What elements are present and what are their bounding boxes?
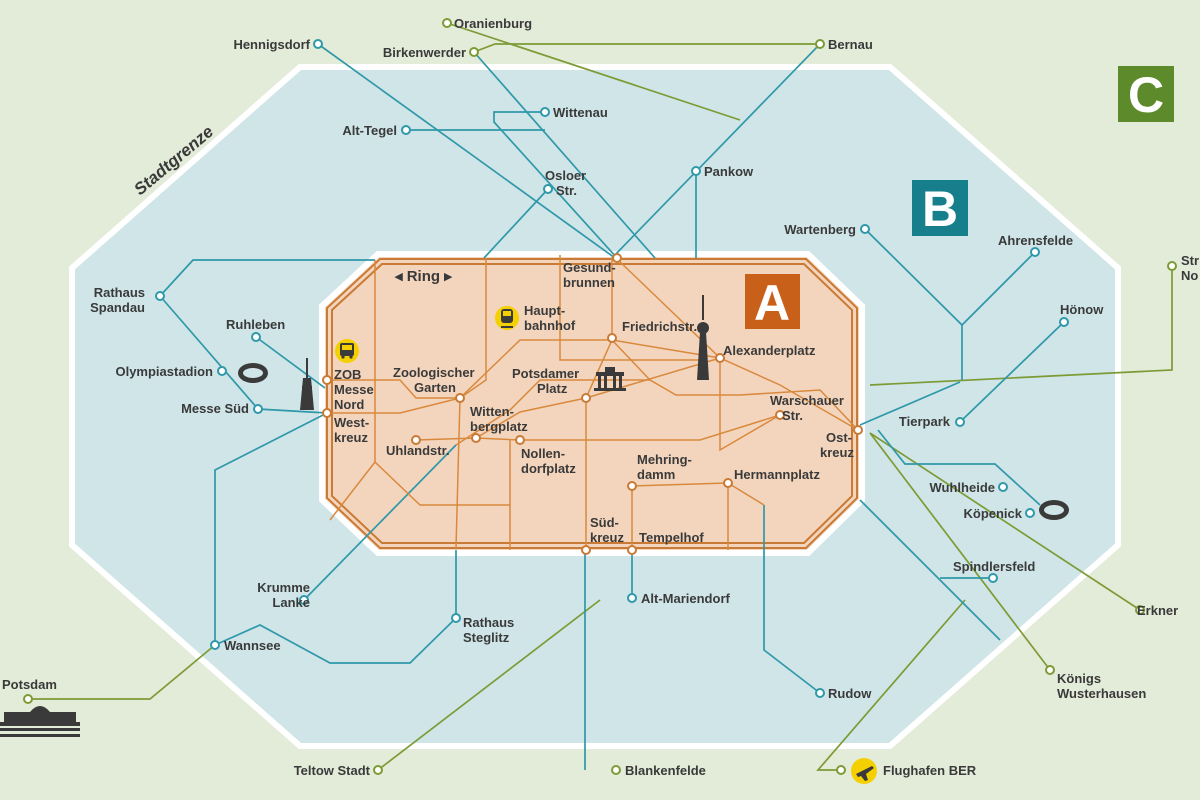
- station-blankenfelde: Blankenfelde: [625, 763, 706, 778]
- brandenburg-gate-icon: [594, 367, 626, 391]
- bus-icon: [335, 339, 359, 363]
- station-olympiastadion: Olympiastadion: [115, 364, 213, 379]
- tv-tower-icon: [697, 295, 709, 380]
- ring-label: ◂ Ring ▸: [394, 268, 453, 285]
- station-rathaus-spandau: Rathaus: [94, 285, 145, 300]
- station-wartenberg: Wartenberg: [784, 222, 856, 237]
- station-wittenbergplatz-2: bergplatz: [470, 419, 528, 434]
- s-bahn-outer-lines: [159, 43, 1065, 770]
- station-warschauer-str-2: Str.: [782, 408, 803, 423]
- station-teltow-stadt: Teltow Stadt: [294, 763, 371, 778]
- station-rathaus-spandau-2: Spandau: [90, 300, 145, 315]
- station-warschauer-str: Warschauer: [770, 393, 844, 408]
- svg-text:A: A: [754, 275, 790, 331]
- station-strausberg: Str: [1181, 253, 1199, 268]
- station-potsdamer-platz: Potsdamer: [512, 366, 579, 381]
- station-rathaus-steglitz-2: Steglitz: [463, 630, 510, 645]
- station-birkenwerder: Birkenwerder: [383, 45, 466, 60]
- station-ostkreuz-2: kreuz: [820, 445, 854, 460]
- station-bernau: Bernau: [828, 37, 873, 52]
- station-rathaus-steglitz: Rathaus: [463, 615, 514, 630]
- station-potsdam: Potsdam: [2, 677, 57, 692]
- station-messe-nord: Messe: [334, 382, 374, 397]
- station-wittenau: Wittenau: [553, 105, 608, 120]
- station-potsdamer-platz-2: Platz: [537, 381, 568, 396]
- station-suedkreuz-2: kreuz: [590, 530, 624, 545]
- station-uhlandstr: Uhlandstr.: [386, 443, 450, 458]
- station-rudow: Rudow: [828, 686, 872, 701]
- station-oranienburg: Oranienburg: [454, 16, 532, 31]
- sanssouci-palace-icon: [0, 706, 80, 737]
- station-alt-mariendorf: Alt-Mariendorf: [641, 591, 731, 606]
- station-osloer: Osloer: [545, 168, 586, 183]
- zone-b-badge: B: [912, 180, 968, 237]
- station-wittenbergplatz: Witten-: [470, 404, 514, 419]
- station-wannsee: Wannsee: [224, 638, 281, 653]
- station-westkreuz-2: kreuz: [334, 430, 368, 445]
- station-labels: Oranienburg Hennigsdorf Birkenwerder Ber…: [2, 16, 1199, 778]
- station-osloer-2: Str.: [556, 183, 577, 198]
- stadium-icon: [238, 363, 268, 383]
- svg-text:B: B: [922, 181, 958, 237]
- station-koenigs-wusterhausen-2: Wusterhausen: [1057, 686, 1146, 701]
- station-hennigsdorf: Hennigsdorf: [233, 37, 310, 52]
- station-suedkreuz: Süd-: [590, 515, 619, 530]
- station-ahrensfelde: Ahrensfelde: [998, 233, 1073, 248]
- station-mehringdamm: Mehring-: [637, 452, 692, 467]
- zone-c-badge: C: [1118, 66, 1174, 123]
- radio-tower-icon: [300, 358, 314, 410]
- ring-line-inner: [331, 263, 853, 544]
- regional-lines: [28, 22, 1173, 771]
- stations-outer: [23, 18, 1177, 775]
- station-alexanderplatz: Alexanderplatz: [723, 343, 816, 358]
- zob-label: ZOB: [334, 367, 361, 382]
- airplane-icon: [851, 758, 877, 784]
- station-spindlersfeld: Spindlersfeld: [953, 559, 1035, 574]
- station-friedrichstr: Friedrichstr.: [622, 319, 697, 334]
- station-messe-sued: Messe Süd: [181, 401, 249, 416]
- station-krumme-lanke: Krumme: [257, 580, 310, 595]
- station-gesundbrunnen: Gesund-: [563, 260, 616, 275]
- station-strausberg-2: No: [1181, 268, 1198, 283]
- station-ostkreuz: Ost-: [826, 430, 852, 445]
- station-koepenick: Köpenick: [963, 506, 1022, 521]
- station-zoologischer-garten-2: Garten: [414, 380, 456, 395]
- station-tierpark: Tierpark: [899, 414, 951, 429]
- station-nollendorfplatz: Nollen-: [521, 446, 565, 461]
- station-gesundbrunnen-2: brunnen: [563, 275, 615, 290]
- station-alt-tegel: Alt-Tegel: [342, 123, 397, 138]
- station-flughafen-ber: Flughafen BER: [883, 763, 977, 778]
- station-krumme-lanke-2: Lanke: [272, 595, 310, 610]
- svg-text:C: C: [1128, 67, 1164, 123]
- station-nollendorfplatz-2: dorfplatz: [521, 461, 576, 476]
- station-hauptbahnhof: Haupt-: [524, 303, 565, 318]
- stations-inner: [322, 253, 863, 555]
- station-zoologischer-garten: Zoologischer: [393, 365, 475, 380]
- zone-a-badge: A: [745, 274, 800, 331]
- stadium-icon: [1039, 500, 1069, 520]
- station-mehringdamm-2: damm: [637, 467, 675, 482]
- station-hauptbahnhof-2: bahnhof: [524, 318, 576, 333]
- station-messe-nord-2: Nord: [334, 397, 364, 412]
- station-westkreuz: West-: [334, 415, 369, 430]
- station-pankow: Pankow: [704, 164, 754, 179]
- station-ruhleben: Ruhleben: [226, 317, 285, 332]
- station-hoenow: Hönow: [1060, 302, 1104, 317]
- station-wuhlheide: Wuhlheide: [930, 480, 995, 495]
- station-koenigs-wusterhausen: Königs: [1057, 671, 1101, 686]
- station-tempelhof: Tempelhof: [639, 530, 704, 545]
- station-erkner: Erkner: [1137, 603, 1178, 618]
- train-icon: [495, 306, 519, 330]
- ring-line-outer: [326, 258, 858, 549]
- station-hermannplatz: Hermannplatz: [734, 467, 820, 482]
